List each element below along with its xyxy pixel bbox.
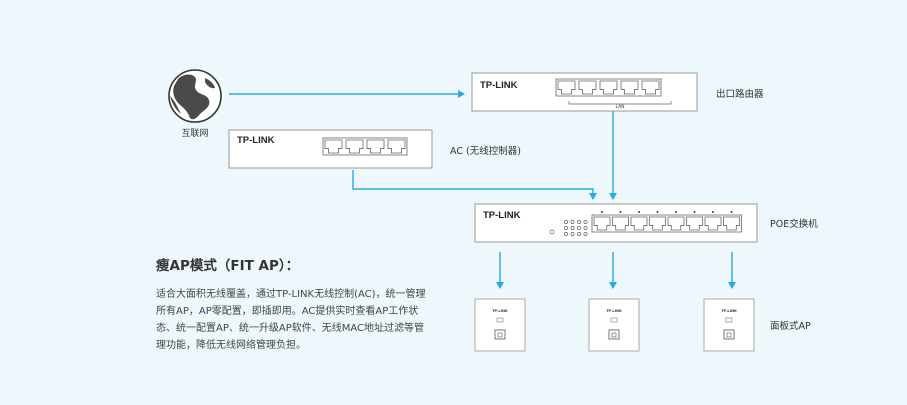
ethernet-port-icon	[641, 80, 660, 95]
ethernet-port-icon	[630, 216, 648, 231]
status-led	[577, 232, 581, 236]
ap-brand-3: TP-LINK	[721, 308, 737, 313]
ap-led-1	[496, 317, 504, 323]
ethernet-port-icon	[704, 216, 722, 231]
internet-label: 互联网	[181, 128, 208, 139]
link-ac-poe	[352, 170, 597, 200]
ac-device	[228, 129, 433, 169]
mode-title: 瘦AP模式（FIT AP）：	[156, 258, 300, 274]
status-led	[570, 220, 575, 224]
router-lan-label: LAN	[615, 104, 624, 110]
ap-device-2	[588, 298, 640, 352]
router-port-group	[555, 78, 662, 97]
internet-node: 互联网	[168, 69, 222, 139]
poe-status-leds	[564, 220, 588, 236]
poe-brand: TP-LINK	[483, 210, 521, 221]
ethernet-port-icon	[667, 216, 685, 231]
ap-brand-2: TP-LINK	[606, 308, 622, 313]
ethernet-port-icon	[494, 329, 506, 340]
panel-ap-label: 面板式AP	[770, 320, 811, 332]
led-dot	[675, 211, 677, 213]
connections	[229, 90, 736, 289]
ac-port-group	[322, 137, 408, 156]
ethernet-port-icon	[593, 216, 611, 231]
port-frame	[555, 78, 662, 97]
ap-node-1: TP-LINK	[474, 298, 526, 352]
led-dot	[601, 211, 603, 213]
poe-led-dots	[601, 211, 733, 213]
led-dot	[693, 211, 696, 213]
ethernet-port-icon	[723, 329, 735, 340]
ac-label: AC (无线控制器)	[450, 145, 521, 157]
ethernet-port-icon	[612, 216, 629, 231]
status-led	[583, 232, 588, 236]
ethernet-port-icon	[387, 139, 406, 154]
router-brand: TP-LINK	[480, 80, 518, 91]
ethernet-port-icon	[366, 139, 385, 154]
router-node: TP-LINK LAN 出口路由器	[471, 72, 764, 112]
led-dot	[730, 211, 733, 213]
ethernet-port-icon	[578, 80, 597, 95]
status-led	[570, 226, 575, 230]
ap-led-3	[725, 317, 733, 323]
led-dot	[638, 211, 640, 213]
ethernet-port-icon	[649, 216, 666, 231]
status-led	[564, 226, 568, 230]
status-led	[577, 220, 581, 224]
poe-label: POE交换机	[770, 218, 818, 230]
router-label: 出口路由器	[716, 88, 764, 100]
ethernet-port-icon	[723, 216, 740, 231]
ethernet-port-icon	[324, 139, 343, 154]
ap-node-3: TP-LINK	[703, 298, 755, 352]
led-dot	[619, 211, 622, 213]
ac-brand: TP-LINK	[237, 135, 275, 146]
led-dot	[656, 211, 659, 213]
ap-device-3	[703, 298, 755, 352]
ap-led-2	[610, 317, 618, 323]
ethernet-port-icon	[557, 80, 576, 95]
ethernet-port-icon	[599, 80, 618, 95]
poe-power-led	[549, 229, 555, 235]
router-lan-bracket	[568, 101, 672, 105]
status-led	[564, 220, 568, 224]
ap-node-2: TP-LINK	[588, 298, 640, 352]
status-led	[583, 226, 588, 230]
ethernet-port-icon	[620, 80, 639, 95]
globe-icon	[168, 69, 222, 123]
status-led	[564, 232, 568, 236]
poe-port-group	[591, 214, 742, 233]
port-frame	[591, 214, 742, 233]
ap-device-1	[474, 298, 526, 352]
led-dot	[712, 211, 714, 213]
status-led	[570, 232, 575, 236]
status-led	[583, 220, 588, 224]
mode-description: 适合大面积无线覆盖，通过TP-LINK无线控制(AC)，统一管理所有AP，AP零…	[156, 289, 426, 351]
status-led	[577, 226, 581, 230]
ap-brand-1: TP-LINK	[492, 308, 508, 313]
ethernet-port-icon	[608, 329, 620, 340]
ethernet-port-icon	[345, 139, 364, 154]
poe-device	[474, 203, 758, 243]
port-frame	[322, 137, 408, 156]
poe-node: TP-LINK POE交换机	[474, 203, 818, 243]
ac-node: TP-LINK AC (无线控制器)	[228, 129, 521, 169]
ethernet-port-icon	[686, 216, 703, 231]
